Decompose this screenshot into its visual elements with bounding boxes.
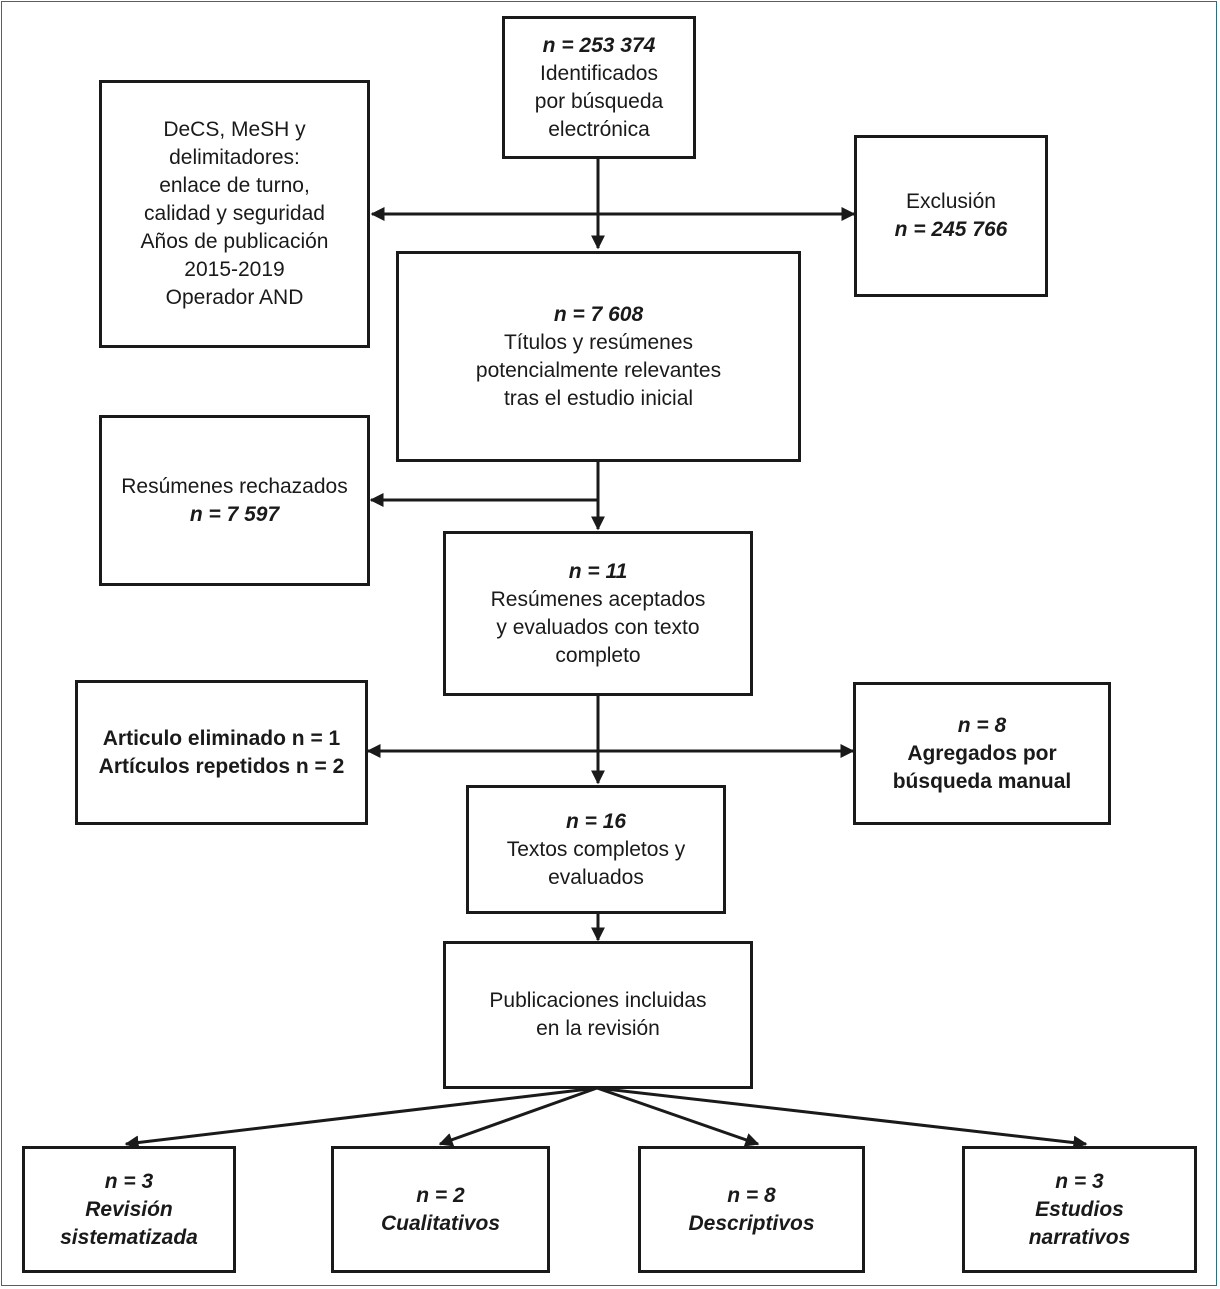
titles-box: n = 7 608 Títulos y resúmenes potencialm… [396,251,801,462]
added-line: búsqueda manual [892,769,1072,793]
narrative-box: n = 3 Estudios narrativos [962,1146,1197,1273]
descriptive-count: n = 8 [727,1183,776,1207]
arrow-to-narrative [596,1086,1088,1150]
descriptive-line: Descriptivos [688,1211,815,1235]
search-terms-line: delimitadores: [169,146,300,169]
full-texts-box: n = 16 Textos completos y evaluados [466,785,726,914]
added-count: n = 8 [957,713,1007,737]
exclusion-count: n = 245 766 [894,218,1008,241]
titles-line: tras el estudio inicial [503,386,694,410]
rejected-box: Resúmenes rechazados n = 7 597 [99,415,370,586]
arrow-to-qualitative [438,1086,598,1147]
titles-line: potencialmente relevantes [475,358,722,382]
accepted-line: completo [555,643,641,667]
descriptive-box: n = 8 Descriptivos [638,1146,865,1273]
included-line: Publicaciones incluidas [489,989,707,1012]
rejected-count: n = 7 597 [189,502,280,526]
accepted-count: n = 11 [568,559,628,583]
full-texts-line: evaluados [548,865,644,889]
narrative-line: narrativos [1028,1225,1131,1249]
search-terms-line: calidad y seguridad [144,202,325,225]
accepted-line: y evaluados con texto [496,615,700,639]
added-line: Agregados por [907,741,1057,765]
search-terms-line: 2015-2019 [184,258,285,281]
removed-box: Articulo eliminado n = 1 Artículos repet… [75,680,368,825]
full-texts-line: Textos completos y [506,837,686,861]
identified-line: Identificados [540,61,658,85]
search-terms-line: Años de publicación [140,230,329,253]
titles-line: Títulos y resúmenes [503,330,694,354]
full-texts-count: n = 16 [565,809,627,833]
arrow-to-descriptive [596,1086,760,1147]
added-box: n = 8 Agregados por búsqueda manual [853,682,1111,825]
identified-line: electrónica [548,117,650,141]
qualitative-count: n = 2 [416,1183,465,1207]
removed-line: Artículos repetidos n = 2 [98,754,345,778]
search-terms-line: enlace de turno, [159,174,310,197]
rejected-label: Resúmenes rechazados [121,474,348,498]
systematized-count: n = 3 [104,1169,154,1193]
systematized-line: sistematizada [60,1225,198,1249]
identified-line: por búsqueda [534,89,664,113]
titles-count: n = 7 608 [553,302,644,326]
identified-box: n = 253 374 Identificados por búsqueda e… [502,16,696,159]
search-terms-box: DeCS, MeSH y delimitadores: enlace de tu… [99,80,370,348]
accepted-line: Resúmenes aceptados [490,587,706,611]
qualitative-box: n = 2 Cualitativos [331,1146,550,1273]
accepted-box: n = 11 Resúmenes aceptados y evaluados c… [443,531,753,696]
exclusion-label: Exclusión [906,190,996,213]
systematized-box: n = 3 Revisión sistematizada [22,1146,236,1273]
narrative-count: n = 3 [1055,1169,1104,1193]
identified-count: n = 253 374 [542,33,656,57]
included-box: Publicaciones incluidas en la revisión [443,941,753,1089]
exclusion-box: Exclusión n = 245 766 [854,135,1048,297]
search-terms-line: DeCS, MeSH y [163,118,306,141]
removed-line: Articulo eliminado n = 1 [102,726,341,750]
search-terms-line: Operador AND [165,286,304,309]
qualitative-line: Cualitativos [380,1211,501,1235]
narrative-line: Estudios [1035,1197,1124,1221]
included-line: en la revisión [536,1017,660,1040]
arrow-to-systematized [124,1086,598,1150]
systematized-line: Revisión [85,1197,173,1221]
